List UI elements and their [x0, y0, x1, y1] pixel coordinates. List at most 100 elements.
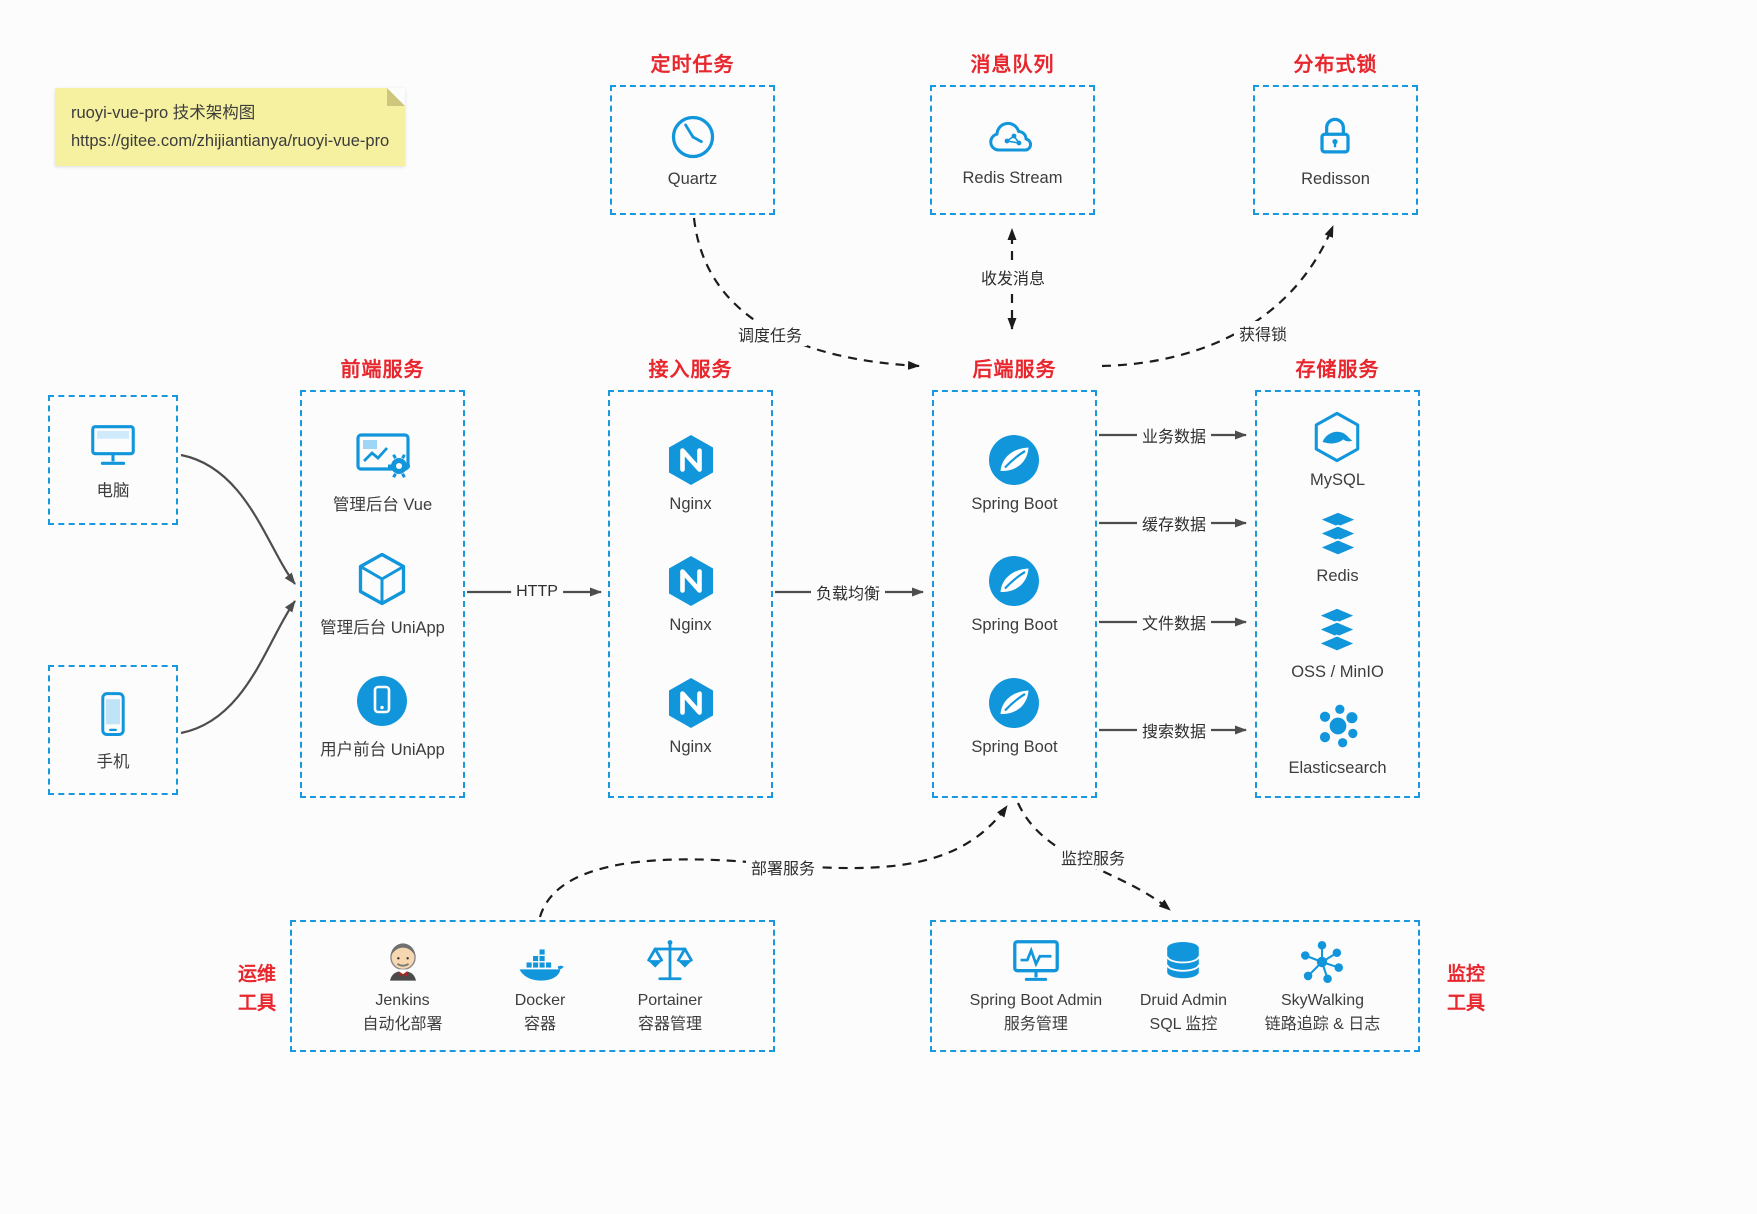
message-queue-title: 消息队列 [970, 54, 1055, 76]
spring-boot-icon [989, 434, 1040, 485]
note-title: ruoyi-vue-pro 技术架构图 [71, 104, 256, 122]
jenkins-desc: 自动化部署 [362, 1016, 443, 1033]
druid-admin-name: Druid Admin [1139, 992, 1228, 1010]
monitor-tools-box: Spring Boot Admin 服务管理 Druid Admin SQL 监… [930, 920, 1420, 1052]
portainer-name: Portainer [637, 992, 703, 1010]
storage-title: 存储服务 [1295, 359, 1380, 381]
phone-label: 手机 [96, 752, 130, 771]
spring-boot-icon [989, 677, 1040, 728]
edge-label-http: HTTP [511, 583, 563, 601]
mysql-label: MySQL [1309, 471, 1365, 489]
monitor-tools-label-line1: 监控 [1446, 964, 1485, 985]
spring-boot-label-3: Spring Boot [971, 737, 1058, 756]
storage-box: MySQL Redis OSS / MinIO [1255, 390, 1420, 798]
quartz-node: Quartz [667, 111, 719, 189]
scheduled-task-box: Quartz [610, 85, 775, 215]
redisson-label: Redisson [1301, 170, 1370, 188]
phone-client-box: 手机 [48, 665, 178, 795]
arrow-acquire-lock [1101, 225, 1335, 368]
pc-client-box: 电脑 [48, 395, 178, 525]
nginx-node-1: Nginx [663, 432, 719, 514]
jenkins-name: Jenkins [375, 992, 430, 1010]
redis-stream-node: Redis Stream [962, 112, 1063, 188]
uniapp-user-label: 用户前台 UniApp [320, 741, 445, 760]
docker-name: Docker [514, 992, 566, 1010]
docker-desc: 容器 [524, 1016, 557, 1033]
ops-tools-box: Jenkins 自动化部署 Docker 容器 [290, 920, 775, 1052]
redis-icon [1316, 510, 1359, 557]
edge-label-deploy-service: 部署服务 [745, 855, 821, 879]
uniapp-admin-icon [359, 552, 406, 605]
spring-boot-admin-icon [1013, 940, 1059, 982]
vue-admin-node: 管理后台 Vue [333, 428, 432, 515]
uniapp-user-node: 用户前台 UniApp [320, 673, 445, 760]
redis-stream-label: Redis Stream [962, 169, 1063, 187]
docker-icon [519, 948, 564, 981]
jenkins-tool: Jenkins 自动化部署 [363, 936, 443, 1035]
druid-database-icon [1166, 942, 1201, 979]
distributed-lock-title: 分布式锁 [1293, 54, 1378, 76]
oss-minio-icon [1316, 606, 1359, 653]
skywalking-name: SkyWalking [1281, 992, 1364, 1010]
oss-minio-node: OSS / MinIO [1291, 604, 1384, 682]
gateway-title: 接入服务 [648, 359, 733, 381]
edge-label-file-data: 文件数据 [1136, 610, 1212, 634]
jenkins-icon [389, 943, 416, 981]
edge-label-business-data: 业务数据 [1136, 423, 1212, 447]
edge-label-schedule-task: 调度任务 [732, 322, 808, 346]
nginx-icon [668, 556, 713, 606]
backend-title: 后端服务 [972, 359, 1057, 381]
uniapp-admin-node: 管理后台 UniApp [320, 551, 445, 638]
edge-label-monitor-service: 监控服务 [1055, 845, 1131, 869]
docker-tool: Docker 容器 [513, 936, 567, 1035]
elasticsearch-node: Elasticsearch [1288, 700, 1387, 778]
quartz-clock-icon [671, 115, 714, 159]
elasticsearch-label: Elasticsearch [1288, 759, 1387, 777]
nginx-node-3: Nginx [663, 675, 719, 757]
skywalking-graph-icon [1301, 941, 1344, 984]
vue-admin-label: 管理后台 Vue [332, 495, 433, 514]
sticky-note: ruoyi-vue-pro 技术架构图 https://gitee.com/zh… [55, 88, 406, 167]
monitor-tools-side-label: 监控 工具 [1437, 960, 1495, 1019]
arrow-phone-to-frontend [180, 600, 296, 735]
pc-node: 电脑 [86, 420, 140, 501]
nginx-label-1: Nginx [669, 494, 712, 513]
pc-label: 电脑 [96, 481, 130, 500]
mysql-icon [1315, 411, 1360, 463]
edge-label-acquire-lock: 获得锁 [1233, 321, 1293, 345]
redisson-lock-icon [1320, 117, 1351, 154]
redis-label: Redis [1316, 567, 1359, 585]
spring-boot-node-2: Spring Boot [971, 553, 1058, 635]
nginx-icon [668, 677, 713, 728]
spring-boot-admin-tool: Spring Boot Admin 服务管理 [969, 936, 1103, 1035]
arrow-pc-to-frontend [180, 453, 296, 585]
edge-label-load-balance: 负载均衡 [810, 580, 886, 604]
frontend-box: 管理后台 Vue 管理后台 UniApp 用户前台 UniApp [300, 390, 465, 798]
distributed-lock-box: Redisson [1253, 85, 1418, 215]
gateway-box: Nginx Nginx Nginx [608, 390, 773, 798]
spring-boot-icon [989, 556, 1040, 606]
phone-node: 手机 [87, 689, 139, 772]
skywalking-tool: SkyWalking 链路追踪 & 日志 [1264, 936, 1381, 1035]
note-url: https://gitee.com/zhijiantianya/ruoyi-vu… [71, 132, 390, 151]
backend-box: Spring Boot Spring Boot Spring Boot [932, 390, 1097, 798]
nginx-icon [668, 434, 713, 485]
elasticsearch-icon [1319, 704, 1357, 748]
spring-boot-label-2: Spring Boot [971, 616, 1058, 634]
spring-boot-node-3: Spring Boot [971, 675, 1058, 757]
monitor-tools-label-line2: 工具 [1446, 993, 1485, 1015]
uniapp-user-icon [357, 676, 408, 727]
portainer-icon [647, 940, 693, 981]
ops-tools-label-line1: 运维 [237, 964, 276, 985]
desktop-icon [91, 424, 135, 465]
uniapp-admin-label: 管理后台 UniApp [320, 618, 445, 637]
ops-tools-side-label: 运维 工具 [228, 960, 286, 1019]
oss-minio-label: OSS / MinIO [1291, 663, 1384, 681]
ops-tools-label-line2: 工具 [237, 993, 276, 1015]
spring-boot-admin-name: Spring Boot Admin [969, 992, 1103, 1010]
scheduled-task-title: 定时任务 [650, 54, 735, 76]
nginx-label-2: Nginx [669, 616, 712, 634]
skywalking-desc: 链路追踪 & 日志 [1264, 1016, 1381, 1033]
